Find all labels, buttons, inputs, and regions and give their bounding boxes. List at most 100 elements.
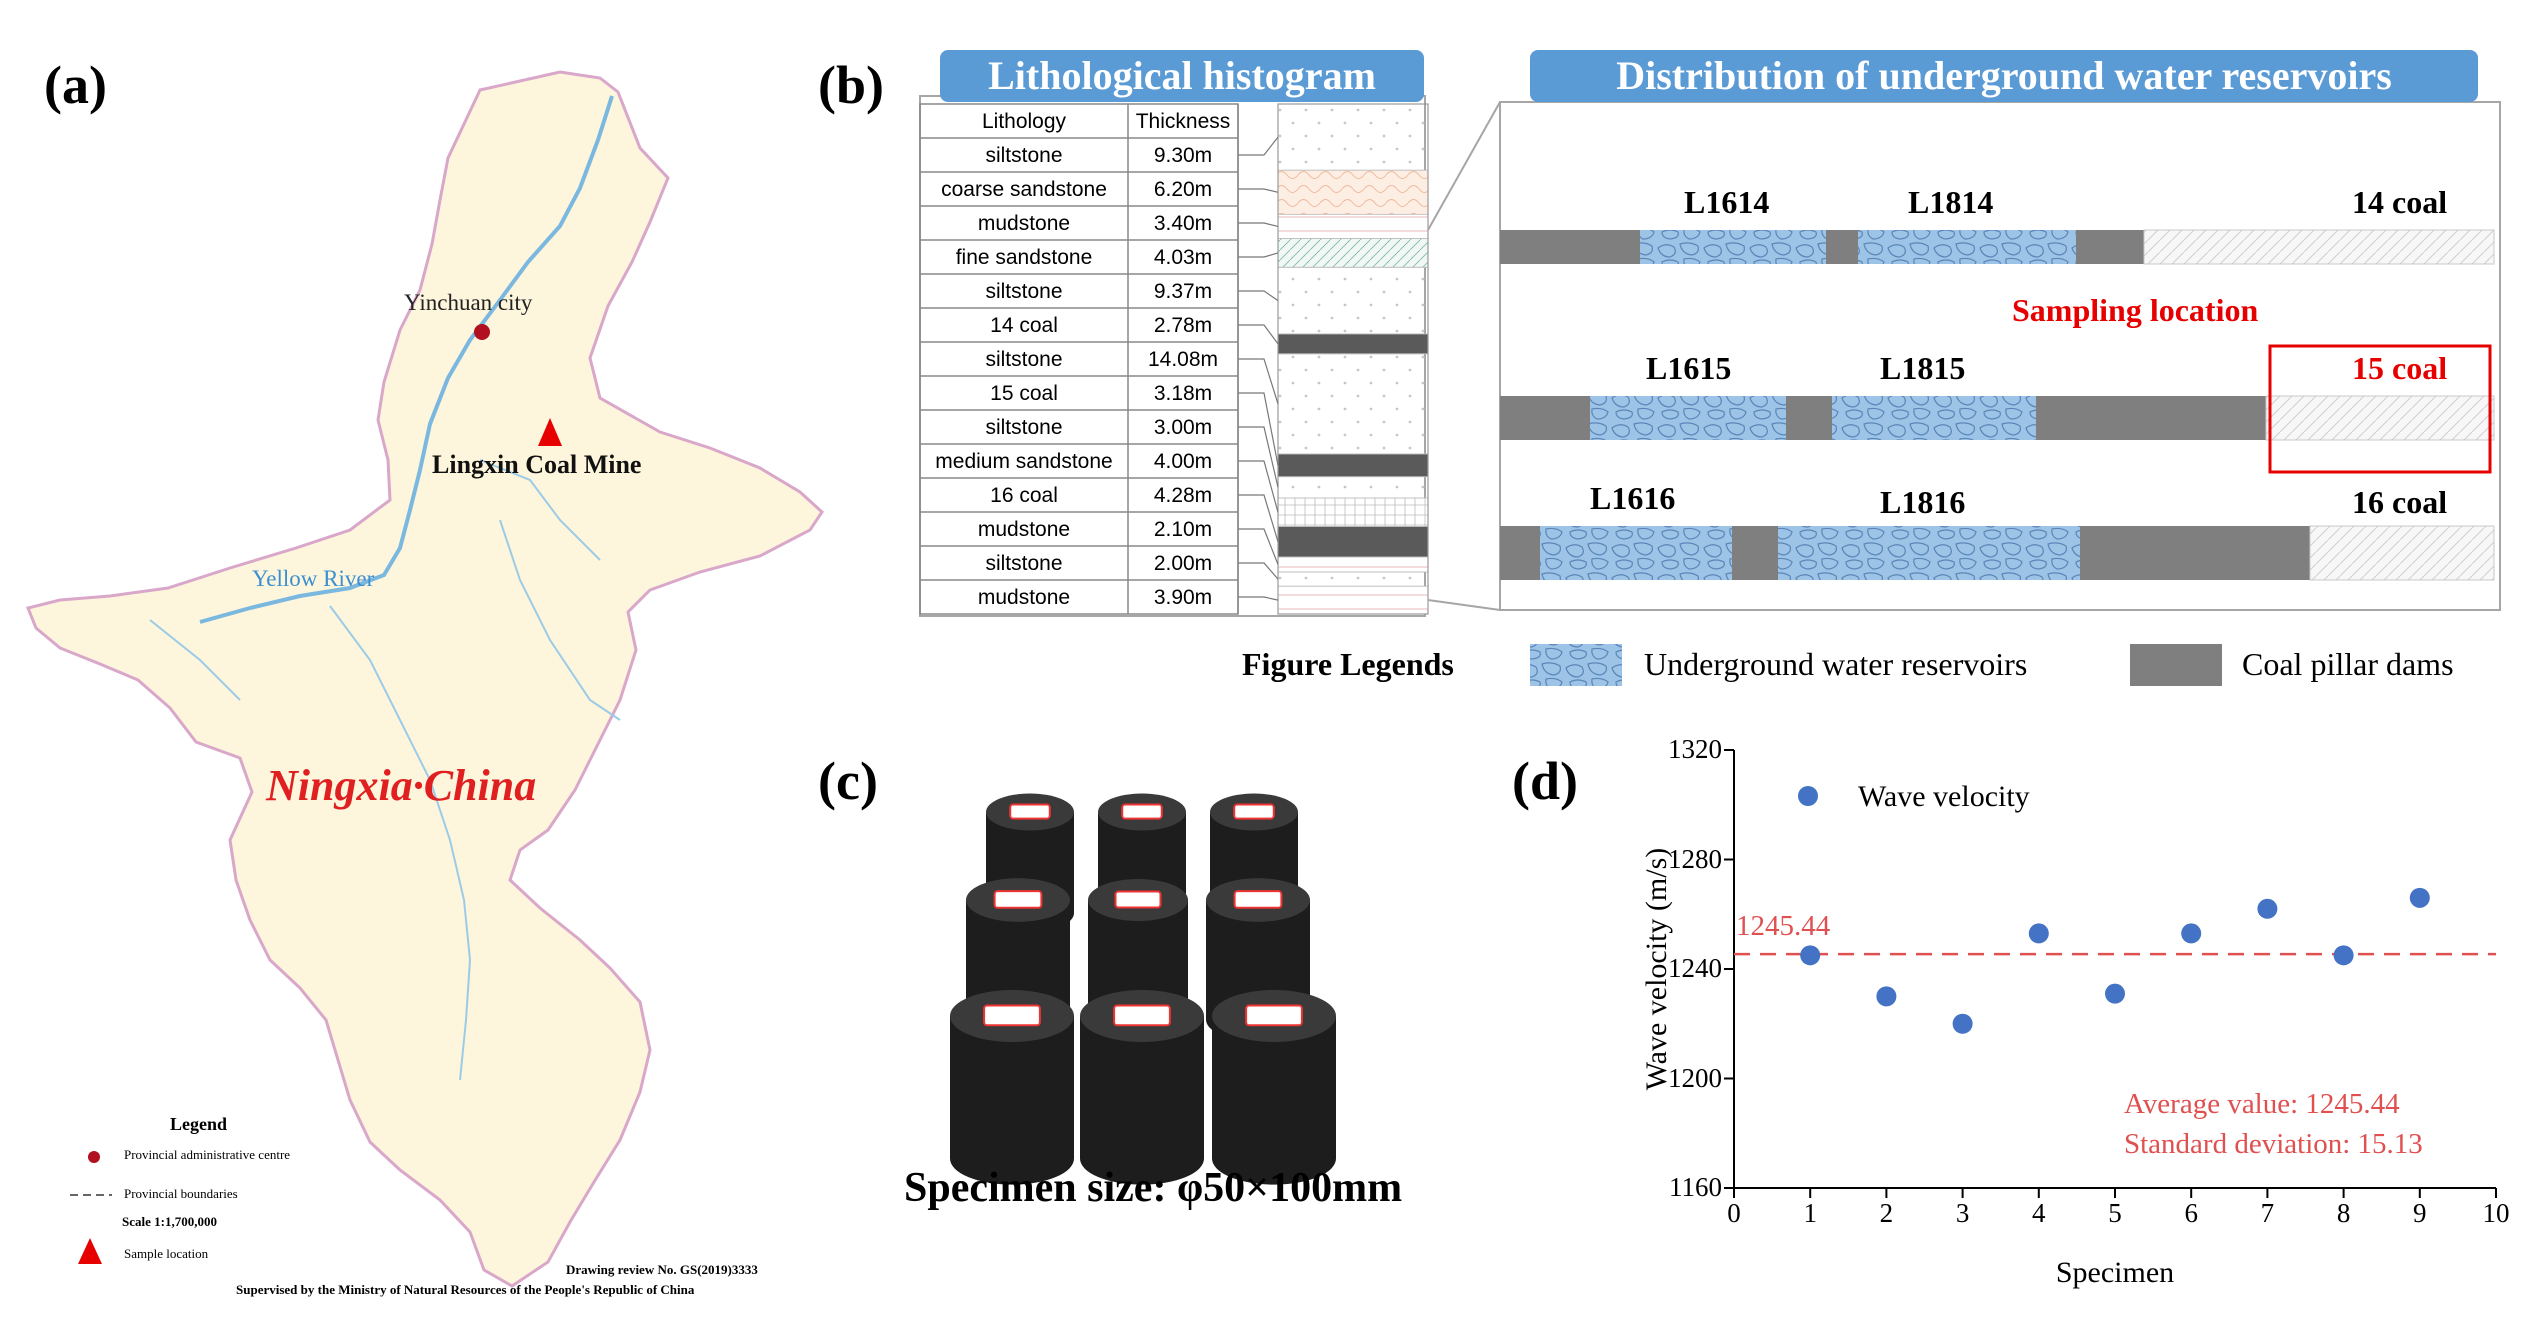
- unmined-15: [2265, 395, 2495, 441]
- table-cell-lithology: fine sandstone: [955, 246, 1093, 269]
- map-panel: [25, 70, 824, 1288]
- panel-label-d: (d): [1512, 751, 1578, 811]
- data-point: [2105, 983, 2125, 1004]
- table-cell-lithology: siltstone: [985, 552, 1063, 575]
- specimen-label-tag: [1245, 1004, 1303, 1027]
- lithology-layer: [1277, 453, 1429, 478]
- legend-reservoir-swatch: [1530, 644, 1622, 686]
- reservoir-l1816: [1778, 526, 2080, 580]
- x-tick-label: 5: [2108, 1198, 2122, 1228]
- row-connector: [1238, 252, 1279, 258]
- lithology-column-border: [1277, 103, 1429, 615]
- table-cell-thickness: 6.20m: [1153, 178, 1213, 201]
- table-cell-lithology: medium sandstone: [935, 450, 1113, 473]
- table-cell-lithology: siltstone: [985, 144, 1063, 167]
- row-connector: [1238, 136, 1279, 156]
- river-tributary-2: [499, 519, 621, 721]
- reservoir-l1614: [1640, 230, 1826, 264]
- map-supervised-note: Supervised by the Ministry of Natural Re…: [236, 1282, 695, 1297]
- map-legend-item: Provincial boundaries: [124, 1186, 238, 1201]
- river-tributary-4: [149, 619, 241, 701]
- map-region-label: Ningxia·China: [266, 761, 537, 810]
- unmined-16: [2309, 525, 2495, 581]
- river-tributary-3: [479, 459, 601, 561]
- row-connector: [1238, 460, 1279, 513]
- pillar: [2076, 230, 2144, 264]
- histogram-connectors: [1238, 136, 1279, 601]
- y-tick-label: 1200: [1668, 1062, 1722, 1093]
- data-point: [2257, 898, 2278, 919]
- histogram-grid: [919, 103, 1239, 615]
- row-connector: [1238, 426, 1279, 488]
- specimen-photo: [950, 793, 1336, 1185]
- table-cell-lithology: 14 coal: [990, 314, 1058, 337]
- lithology-layer: [1277, 476, 1429, 499]
- panel-label-a: (a): [44, 55, 107, 115]
- row-connector: [1238, 596, 1279, 601]
- yinchuan-marker: [474, 324, 490, 340]
- table-cell-thickness: 4.28m: [1153, 484, 1213, 507]
- x-tick-label: 4: [2032, 1198, 2046, 1228]
- map-legend-item: Provincial administrative centre: [124, 1147, 291, 1162]
- sampling-location-label: Sampling location: [2012, 292, 2259, 328]
- pillar: [1500, 526, 1540, 580]
- x-tick-label: 3: [1955, 1198, 1970, 1228]
- row-connector: [1238, 562, 1279, 580]
- table-cell-lithology: coarse sandstone: [941, 178, 1107, 201]
- yellow-river: [199, 95, 614, 624]
- row-connector: [1238, 358, 1279, 405]
- specimen-label-tag: [1121, 803, 1163, 820]
- chart-annotation: Standard deviation: 15.13: [2124, 1128, 2423, 1160]
- map-review-no: Drawing review No. GS(2019)3333: [566, 1262, 758, 1277]
- data-point: [2028, 923, 2049, 944]
- figure-legends-title: Figure Legends: [1242, 646, 1454, 682]
- lithology-layer: [1277, 571, 1429, 587]
- histogram-header-cell: Thickness: [1135, 110, 1231, 133]
- reservoir-l1815: [1832, 396, 2036, 440]
- lithology-layer: [1277, 585, 1429, 615]
- legend-pillar-text: Coal pillar dams: [2242, 646, 2454, 682]
- row-connector: [1238, 290, 1279, 302]
- workface-label: L1814: [1908, 184, 1994, 220]
- lithology-layer: [1277, 353, 1429, 455]
- workface-label: L1615: [1646, 350, 1732, 386]
- wave-velocity-chart: [1724, 749, 2497, 1198]
- data-point: [1952, 1013, 1973, 1034]
- specimen-caption: Specimen size: φ50×100mm: [904, 1165, 1403, 1211]
- sampling-highlight-box: [2268, 344, 2492, 474]
- legend-reservoir-text: Underground water reservoirs: [1644, 646, 2028, 682]
- map-mine-label: Lingxin Coal Mine: [432, 450, 642, 479]
- zoom-line-top: [1427, 101, 1501, 231]
- pillar: [2036, 396, 2266, 440]
- workface-label: L1816: [1880, 484, 1966, 520]
- table-cell-thickness: 3.90m: [1153, 586, 1213, 609]
- reservoir-l1616: [1540, 526, 1732, 580]
- y-tick-label: 1240: [1668, 953, 1722, 983]
- x-tick-label: 0: [1727, 1198, 1741, 1228]
- x-tick-label: 2: [1879, 1198, 1894, 1228]
- table-cell-lithology: mudstone: [977, 212, 1071, 235]
- lithology-layer: [1277, 238, 1429, 268]
- specimen-cylinder: [1080, 1016, 1204, 1185]
- reservoir-frame: [1499, 101, 2501, 611]
- table-cell-lithology: siltstone: [985, 280, 1063, 303]
- lithology-layer: [1277, 333, 1429, 355]
- legend-centre-symbol: [88, 1151, 100, 1163]
- workface-label: L1616: [1590, 480, 1676, 516]
- row-connector: [1238, 222, 1279, 228]
- x-axis-label: Specimen: [2055, 1256, 2175, 1289]
- specimen-cylinder: [950, 1016, 1074, 1185]
- specimen-label-tag: [1114, 890, 1162, 909]
- table-cell-thickness: 9.37m: [1153, 280, 1213, 303]
- reservoir-l1615: [1590, 396, 1786, 440]
- coal-seam-label: 16 coal: [2352, 484, 2448, 520]
- specimen-label-tag: [993, 890, 1043, 909]
- table-cell-thickness: 2.10m: [1153, 518, 1213, 541]
- y-tick-label: 1320: [1668, 734, 1722, 764]
- pillar: [1500, 230, 1640, 264]
- specimen-label-tag: [1233, 890, 1283, 909]
- specimen-label-tag: [1113, 1004, 1171, 1027]
- x-tick-label: 10: [2482, 1198, 2510, 1228]
- table-cell-thickness: 2.78m: [1153, 314, 1213, 337]
